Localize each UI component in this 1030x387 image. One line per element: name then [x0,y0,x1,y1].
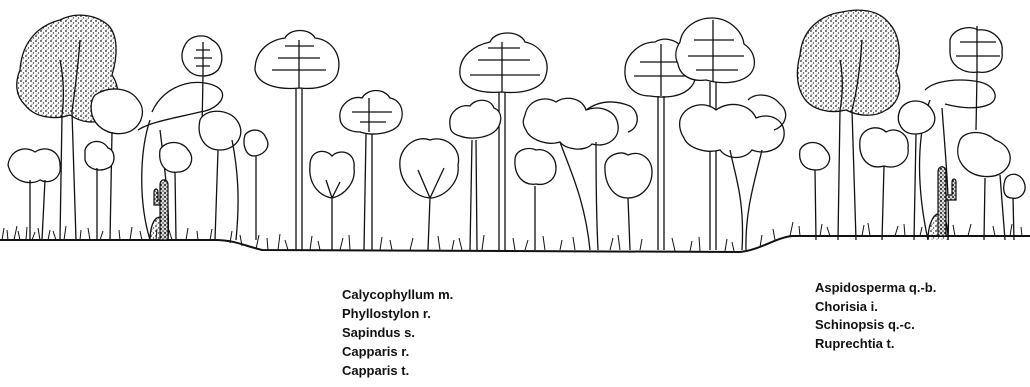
right-mid-bottle-tree [680,104,785,250]
species-label: Capparis t. [342,361,453,380]
species-label: Capparis r. [342,342,453,361]
small-round-tree [515,148,556,250]
species-label: Sapindus s. [342,323,453,342]
right-forest-block [797,10,1025,240]
small-bush-tree-1 [310,151,354,250]
right-back-tree [950,26,1002,130]
right-small-trees [860,128,908,240]
forest-profile-drawing [0,0,1030,270]
species-label: Phyllostylon r. [342,304,453,323]
left-forest-block [8,15,268,240]
small-bush-tree-2 [400,139,459,250]
left-mid-crown [91,89,142,134]
center-emergent-trees [255,18,754,250]
right-species-list: Aspidosperma q.-b. Chorisia i. Schinopsi… [815,279,936,353]
left-tall-tree-trunk [60,112,76,240]
left-edge-tree [199,111,241,240]
emergent-tree-3 [460,33,547,250]
species-label: Aspidosperma q.-b. [815,279,936,298]
species-label: Schinopsis q.-c. [815,316,936,335]
species-label: Ruprechtia t. [815,335,936,354]
left-small-trees [8,149,60,240]
species-label: Calycophyllum m. [342,285,453,304]
center-species-list: Calycophyllum m. Phyllostylon r. Sapindu… [342,285,453,380]
right-tall-tree-crown [797,10,899,115]
species-label: Chorisia i. [815,298,936,317]
branching-tree-2 [605,153,652,250]
